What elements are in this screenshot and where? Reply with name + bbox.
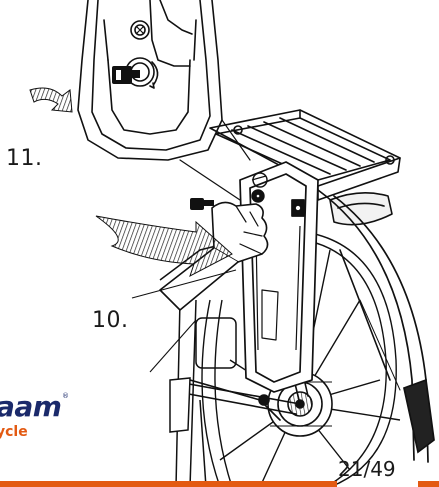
hand-illustration <box>159 201 269 311</box>
step-11-label: 11. <box>6 146 43 171</box>
leader-lines <box>131 269 237 373</box>
logo-tagline: ycle <box>0 424 28 440</box>
key-icon <box>112 66 140 84</box>
lock-icon <box>251 172 268 203</box>
footer-accent-bar-left <box>0 481 337 487</box>
page-number: 21/49 <box>338 457 396 481</box>
curved-arrow-icon <box>95 215 233 278</box>
zoom-inset <box>77 0 251 201</box>
step-10-label: 10. <box>92 308 129 333</box>
rear-mudguard <box>317 189 435 463</box>
brand-logo: aam ® ycle <box>0 390 76 450</box>
unlock-icon <box>190 198 214 210</box>
footer-accent-bar-right <box>418 481 439 487</box>
logo-wordmark: aam <box>0 390 62 423</box>
curved-arrow-icon <box>29 87 73 113</box>
logo-registered-mark: ® <box>62 392 69 400</box>
